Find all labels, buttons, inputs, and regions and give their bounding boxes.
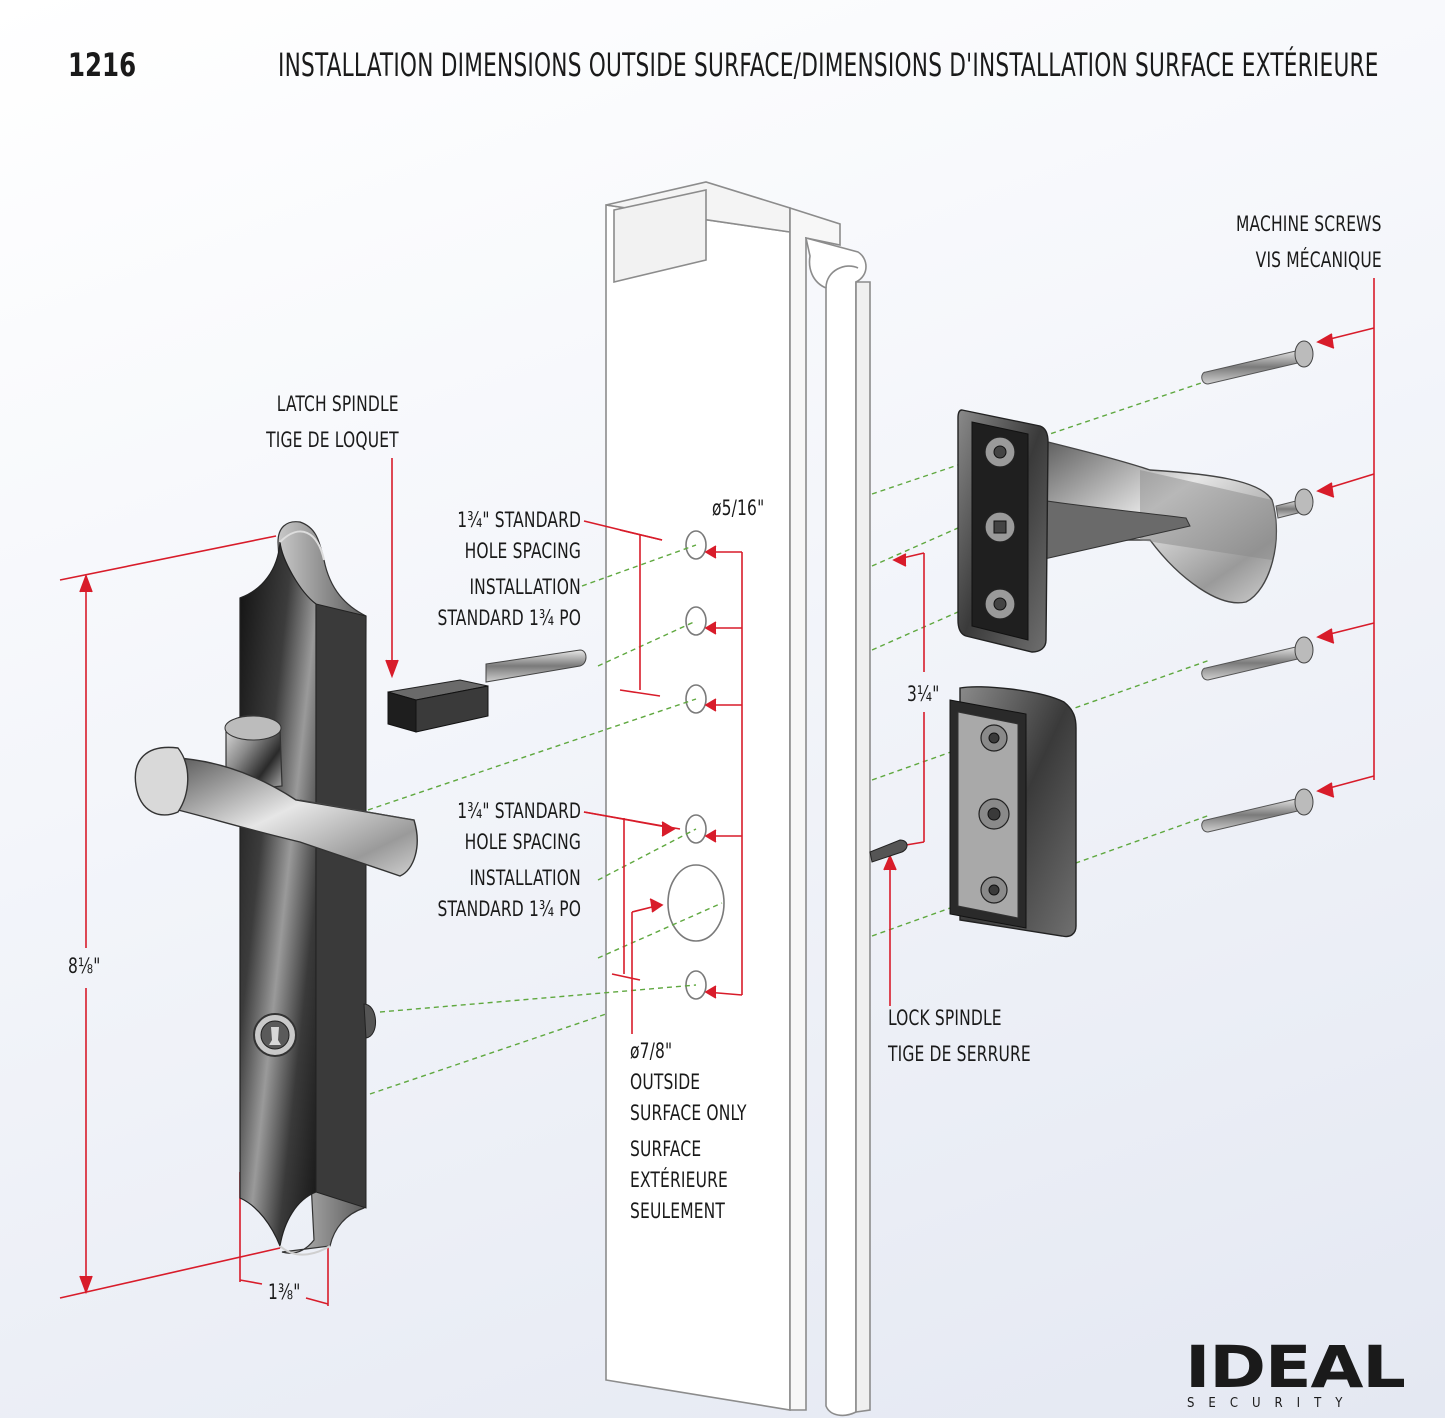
machine-screw-3 [1201,636,1314,681]
machine-screw-4 [1201,788,1314,833]
large-hole-line-3: SURFACE ONLY [630,1101,747,1125]
page-title: INSTALLATION DIMENSIONS OUTSIDE SURFACE/… [278,46,1379,84]
hole-large [667,864,725,942]
upper-spacing-line-1: 1¾" STANDARD [457,508,581,532]
latch-spindle-label-en: LATCH SPINDLE [277,392,399,416]
upper-spacing-line-3: INSTALLATION [469,575,581,599]
upper-spacing-line-2: HOLE SPACING [464,539,581,563]
upper-spacing-line-4: STANDARD 1¾ PO [437,606,581,630]
machine-screws-label-fr: VIS MÉCANIQUE [1255,248,1382,272]
machine-screw-2 [1275,488,1314,519]
large-hole-line-5: EXTÉRIEURE [630,1168,728,1192]
inside-lock-block [949,686,1077,938]
ideal-security-logo: IDEAL SECURITY [1185,1338,1406,1411]
lever-handle [134,714,418,877]
lower-spacing-line-4: STANDARD 1¾ PO [437,897,581,921]
hole-2 [685,606,707,636]
width-dimension: 1⅜" [268,1280,301,1304]
inside-handle-assembly [957,409,1278,653]
logo-subtitle: SECURITY [1187,1396,1357,1411]
machine-screws [1201,340,1314,833]
dimension-lines [59,278,1375,1306]
model-number: 1216 [68,46,137,84]
latch-spindle-label-fr: TIGE DE LOQUET [266,428,399,452]
large-hole-line-2: OUTSIDE [630,1070,701,1094]
height-dimension: 8⅛" [68,954,101,978]
large-hole-line-4: SURFACE [630,1137,702,1161]
latch-spindle [387,649,587,733]
machine-screws-label-en: MACHINE SCREWS [1236,212,1382,236]
lower-spacing-line-3: INSTALLATION [469,866,581,890]
small-hole-diameter: ø5/16" [712,496,765,520]
lower-spacing-line-2: HOLE SPACING [464,830,581,854]
door-stile [605,181,871,1417]
escutcheon-plate [239,521,376,1256]
inside-spacing-dimension: 3¼" [907,682,940,706]
logo-word: IDEAL [1185,1333,1406,1401]
large-hole-line-1: ø7/8" [630,1039,673,1063]
lock-spindle-label-fr: TIGE DE SERRURE [888,1042,1031,1066]
key-cylinder [253,1013,297,1057]
lock-spindle-label-en: LOCK SPINDLE [888,1006,1002,1030]
machine-screw-1 [1201,340,1314,385]
lock-spindle [869,839,908,863]
lower-spacing-line-1: 1¾" STANDARD [457,799,581,823]
large-hole-line-6: SEULEMENT [630,1199,726,1223]
